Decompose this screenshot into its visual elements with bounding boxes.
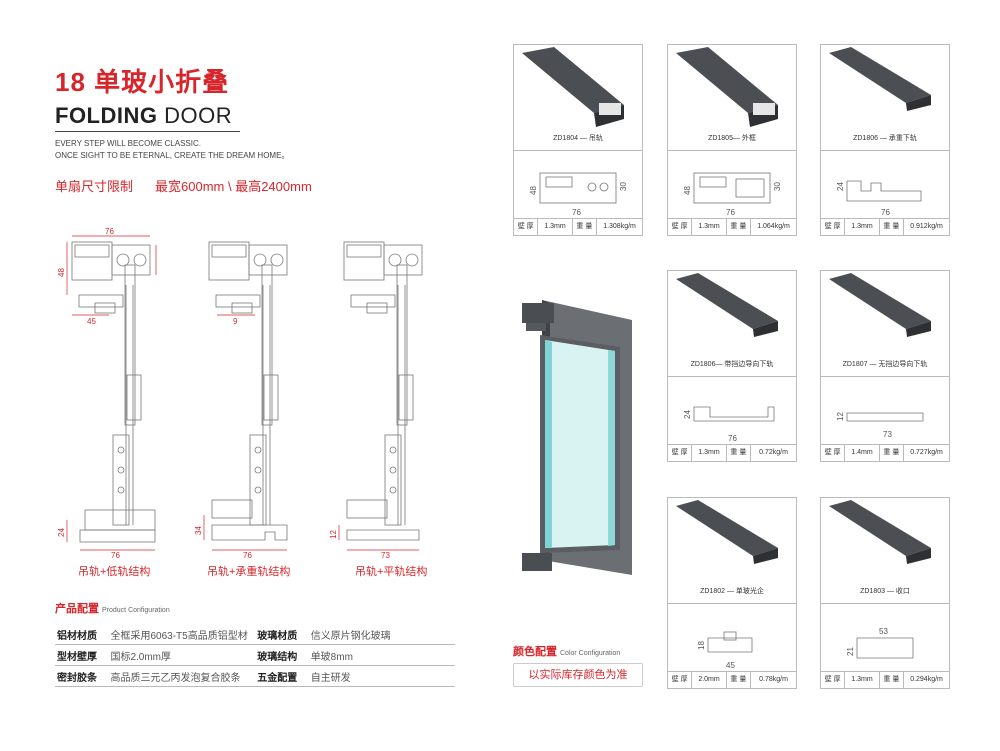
profile-name: ZD1806 — 承重下轨 (853, 135, 917, 142)
svg-text:76: 76 (726, 208, 735, 217)
profile-drawing: 76 24 (836, 180, 922, 217)
section-2-drawing (208, 241, 288, 541)
profile-photo (829, 500, 931, 564)
section-3-bottom-width: 73 (381, 551, 390, 560)
section-2-bottom-width: 76 (243, 551, 252, 560)
svg-text:30: 30 (619, 182, 628, 191)
section-1-caption: 吊轨+低轨结构 (78, 566, 151, 578)
page-title: 18 单玻小折叠 (55, 67, 230, 97)
svg-text:45: 45 (726, 661, 735, 670)
section-1-top-height: 48 (57, 268, 66, 277)
section-3-drawing (343, 241, 423, 541)
section-3-caption: 吊轨+平轨结构 (355, 566, 428, 578)
svg-text:53: 53 (879, 627, 888, 636)
color-note: 以实际库存颜色为准 (513, 663, 643, 687)
profile-drawing: 76 48 30 (529, 172, 628, 217)
slogan: EVERY STEP WILL BECOME CLASSIC. ONCE SIG… (55, 138, 289, 162)
section-1-bottom-height: 24 (57, 528, 66, 537)
page-subtitle: FOLDING DOOR (55, 103, 232, 129)
svg-text:76: 76 (572, 208, 581, 217)
svg-text:18: 18 (697, 641, 706, 650)
subtitle-bold: FOLDING (55, 103, 158, 128)
table-row: 型材壁厚国标2.0mm厚玻璃结构单玻8mm (55, 644, 455, 666)
profile-photo (676, 500, 778, 564)
product-config-table: 铝材材质全框采用6063-T5高品质铝型材玻璃材质信义原片钢化玻璃 型材壁厚国标… (55, 624, 455, 687)
profile-drawing: 76 24 (683, 406, 775, 443)
profile-drawing: 53 21 (846, 627, 914, 659)
title-divider (55, 131, 240, 132)
profile-name: ZD1804 — 吊轨 (553, 135, 603, 142)
svg-text:48: 48 (683, 186, 692, 195)
section-1-mid-dim: 45 (87, 317, 96, 326)
slogan-line-1: EVERY STEP WILL BECOME CLASSIC. (55, 139, 201, 148)
section-3-bottom-height: 12 (329, 530, 338, 539)
section-1-drawing (71, 241, 156, 543)
svg-text:30: 30 (773, 182, 782, 191)
section-1-bottom-width: 76 (111, 551, 120, 560)
slogan-line-2: ONCE SIGHT TO BE ETERNAL, CREATE THE DRE… (55, 151, 290, 160)
profile-drawing: 76 48 30 (683, 172, 782, 217)
svg-text:21: 21 (846, 647, 855, 656)
svg-text:24: 24 (836, 182, 845, 191)
profile-name: ZD1803 — 收口 (860, 588, 910, 595)
section-2-caption: 吊轨+承重轨结构 (207, 566, 291, 578)
profile-name: ZD1802 — 单玻光企 (700, 588, 764, 595)
profile-name: ZD1805— 外框 (708, 135, 756, 142)
section-2-mid-dim: 9 (233, 317, 238, 326)
profile-name: ZD1806— 带挡边导向下轨 (690, 361, 774, 368)
profile-photo (676, 47, 778, 127)
svg-text:12: 12 (836, 412, 845, 421)
svg-text:48: 48 (529, 186, 538, 195)
size-limit-value: 最宽600mm \ 最高2400mm (155, 179, 312, 194)
profile-photo (522, 47, 624, 127)
svg-text:76: 76 (728, 434, 737, 443)
profile-drawing: 45 18 (697, 631, 753, 670)
color-config-title-en: Color Configuration (560, 650, 621, 657)
profile-photo (676, 273, 778, 337)
table-row: 铝材材质全框采用6063-T5高品质铝型材玻璃材质信义原片钢化玻璃 (55, 624, 455, 645)
profile-name: ZD1807 — 无挡边导向下轨 (842, 361, 928, 368)
size-limit: 单扇尺寸限制 最宽600mm \ 最高2400mm (55, 176, 334, 195)
size-limit-label: 单扇尺寸限制 (55, 179, 134, 194)
product-config-title-en: Product Configuration (102, 607, 170, 614)
svg-text:73: 73 (883, 430, 892, 439)
profile-drawing: 73 12 (836, 412, 924, 439)
subtitle-rest: DOOR (157, 103, 233, 128)
cross-section-drawings: 76 48 30 45 76 24 9 76 34 73 12 (57, 227, 423, 560)
table-row: 密封胶条高品质三元乙丙发泡复合胶条五金配置自主研发 (55, 665, 455, 687)
section-2-bottom-height: 34 (194, 526, 203, 535)
svg-text:24: 24 (683, 410, 692, 419)
profile-photo (829, 47, 931, 111)
door-corner-render (522, 300, 632, 575)
svg-text:76: 76 (881, 208, 890, 217)
profile-photo (829, 273, 931, 337)
section-1-top-width: 76 (105, 227, 114, 236)
